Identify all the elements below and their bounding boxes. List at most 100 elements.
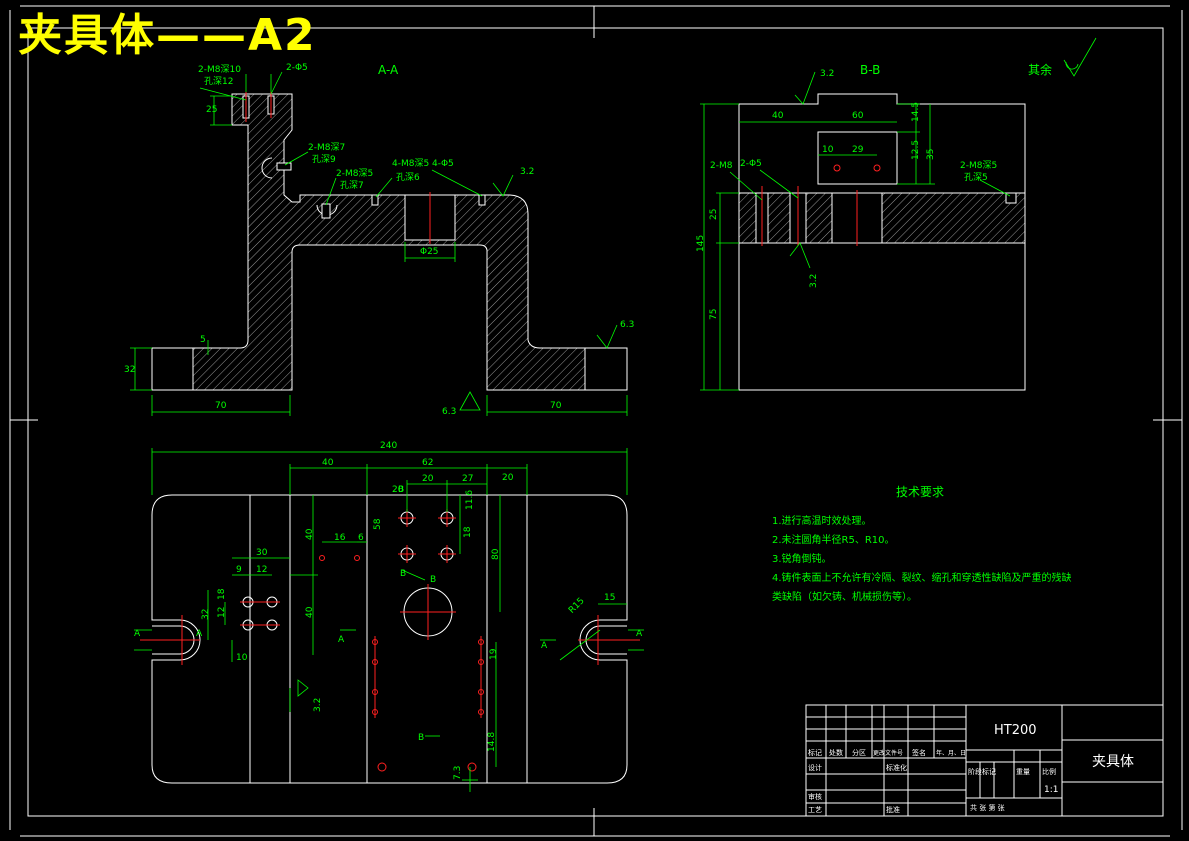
tb-zone: 分区 xyxy=(852,748,866,757)
marker-a2: A xyxy=(636,629,643,639)
section-aa-body xyxy=(192,93,586,391)
plan-dim-148: 14.8 xyxy=(487,732,497,752)
bb-dim-10: 10 xyxy=(822,145,834,155)
tb-approve: 批准 xyxy=(886,805,900,814)
plan-dim-12: 12 xyxy=(256,565,267,575)
bb-note-hole2: 2-Φ5 xyxy=(740,159,762,169)
plan-dim-15: 15 xyxy=(604,593,615,603)
aa-note-plate-dia: 4-Φ5 xyxy=(432,159,454,169)
bb-note-hole3-sub: 孔深5 xyxy=(964,172,988,183)
title-block-part-name: 夹具体 xyxy=(1092,754,1134,770)
bb-dim-145b: 14.5 xyxy=(911,102,921,122)
tb-review: 审核 xyxy=(808,792,822,801)
plan-dim-116: 11.6 xyxy=(465,490,475,510)
aa-note-mid-hole: 2-M8深5 xyxy=(336,168,373,179)
plan-dim-32: 32 xyxy=(201,609,211,620)
plan-dim-27: 27 xyxy=(462,474,473,484)
plan-dim-62: 62 xyxy=(422,458,433,468)
plan-dim-16: 16 xyxy=(334,533,346,543)
tb-date: 年、月、日 xyxy=(936,749,966,757)
aa-dim-bore: Φ25 xyxy=(420,247,439,257)
aa-note-top-hole-sub: 孔深12 xyxy=(204,76,233,87)
plan-dim-12b: 12 xyxy=(217,607,227,618)
marker-b3: B xyxy=(400,569,406,579)
tb-sign: 签名 xyxy=(912,748,926,757)
plan-view: 240 40 62 20 20 27 20 11.6 18 80 58 40 4… xyxy=(134,441,644,792)
aa-note-mid-hole-sub: 孔深7 xyxy=(340,180,364,191)
title-block-material: HT200 xyxy=(994,723,1037,738)
tech-title: 技术要求 xyxy=(896,485,944,499)
bb-dim-75: 75 xyxy=(709,309,719,320)
section-bb-view: B-B 其余 xyxy=(696,37,1097,391)
plan-dim-overall: 240 xyxy=(380,441,397,451)
plan-dim-18b: 18 xyxy=(217,588,227,600)
aa-note-side-hole: 2-M8深7 xyxy=(308,142,345,153)
plan-dim-40v: 40 xyxy=(305,528,315,540)
aa-roughness-63: 6.3 xyxy=(620,320,634,330)
plan-dim-80: 80 xyxy=(491,548,501,560)
section-aa-view: A-A xyxy=(124,63,634,417)
bb-dim-35: 35 xyxy=(926,149,936,160)
aa-dim-thk: 5 xyxy=(200,335,206,345)
tb-change-doc: 更改文件号 xyxy=(873,749,903,757)
top-hole-group xyxy=(398,509,456,563)
marker-a4: A xyxy=(541,641,548,651)
drawing-banner-title: 夹具体——A2 xyxy=(18,10,317,61)
tech-item-5: 类缺陷（如欠铸、机械损伤等）。 xyxy=(772,590,917,603)
marker-a3: A xyxy=(338,635,345,645)
aa-note-side-hole-sub: 孔深9 xyxy=(312,154,336,165)
plan-dim-20a: 20 xyxy=(422,474,434,484)
bb-dim-29: 29 xyxy=(852,145,864,155)
plan-dim-18: 18 xyxy=(463,526,473,538)
title-block: HT200 夹具体 1:1 标记 处数 分区 更改文件号 签名 年、月、日 设计… xyxy=(805,704,1164,817)
aa-note-plate-hole-sub: 孔深6 xyxy=(396,172,420,183)
plan-dim-6: 6 xyxy=(358,533,364,543)
plan-dim-20c: 20 xyxy=(502,473,514,483)
bb-roughness-32: 3.2 xyxy=(820,69,834,79)
plan-dim-58: 58 xyxy=(373,518,383,530)
marker-a1: A xyxy=(134,629,141,639)
plan-dim-19: 19 xyxy=(489,648,499,660)
technical-requirements: 技术要求 1.进行高温时效处理。 2.未注圆角半径R5、R10。 3.锐角倒钝。… xyxy=(772,485,1072,603)
aa-note-plate-hole: 4-M8深5 xyxy=(392,158,429,169)
bb-dim-145: 145 xyxy=(696,235,706,252)
plan-dim-40v2: 40 xyxy=(305,606,315,618)
bb-note-hole1: 2-M8 xyxy=(710,161,733,171)
plan-dim-30: 30 xyxy=(256,548,268,558)
tb-design: 设计 xyxy=(808,763,822,772)
tb-count: 处数 xyxy=(829,748,843,757)
marker-b2: B xyxy=(430,575,436,585)
bb-dim-125: 12.5 xyxy=(911,140,921,160)
title-block-scale: 1:1 xyxy=(1044,785,1058,795)
aa-dim-base-h: 32 xyxy=(124,365,135,375)
tech-item-3: 3.锐角倒钝。 xyxy=(772,552,832,565)
marker-b1: B xyxy=(398,485,404,495)
tb-stage-mark: 阶段标记 xyxy=(968,767,996,776)
tech-item-2: 2.未注圆角半径R5、R10。 xyxy=(772,533,895,546)
plan-dim-r15: R15 xyxy=(567,596,587,616)
bb-note-hole3: 2-M8深5 xyxy=(960,160,997,171)
rest-roughness-label: 其余 xyxy=(1028,62,1052,77)
tb-weight: 重量 xyxy=(1016,768,1030,776)
aa-roughness-63b: 6.3 xyxy=(442,407,456,417)
plan-dim-20b: 20 xyxy=(392,485,404,495)
marker-a5: A xyxy=(196,629,203,639)
bb-roughness-32b: 3.2 xyxy=(809,274,819,288)
aa-note-top-dia: 2-Φ5 xyxy=(286,63,308,73)
tech-item-1: 1.进行高温时效处理。 xyxy=(772,514,872,527)
bb-dim-40: 40 xyxy=(772,111,784,121)
bb-dim-25: 25 xyxy=(709,209,719,220)
section-bb-label: B-B xyxy=(860,63,880,77)
plan-dim-9: 9 xyxy=(236,565,242,575)
plan-roughness-32: 3.2 xyxy=(313,698,323,712)
tb-standardize: 标准化 xyxy=(886,763,907,772)
aa-note-top-hole: 2-M8深10 xyxy=(198,64,241,75)
tb-ratio: 比例 xyxy=(1042,767,1056,776)
section-aa-label: A-A xyxy=(378,63,399,77)
tb-marks: 标记 xyxy=(808,748,822,757)
aa-dim-top-h: 25 xyxy=(206,105,217,115)
aa-dim-right-w: 70 xyxy=(550,401,562,411)
bb-dim-60: 60 xyxy=(852,111,864,121)
tb-process: 工艺 xyxy=(808,806,822,814)
